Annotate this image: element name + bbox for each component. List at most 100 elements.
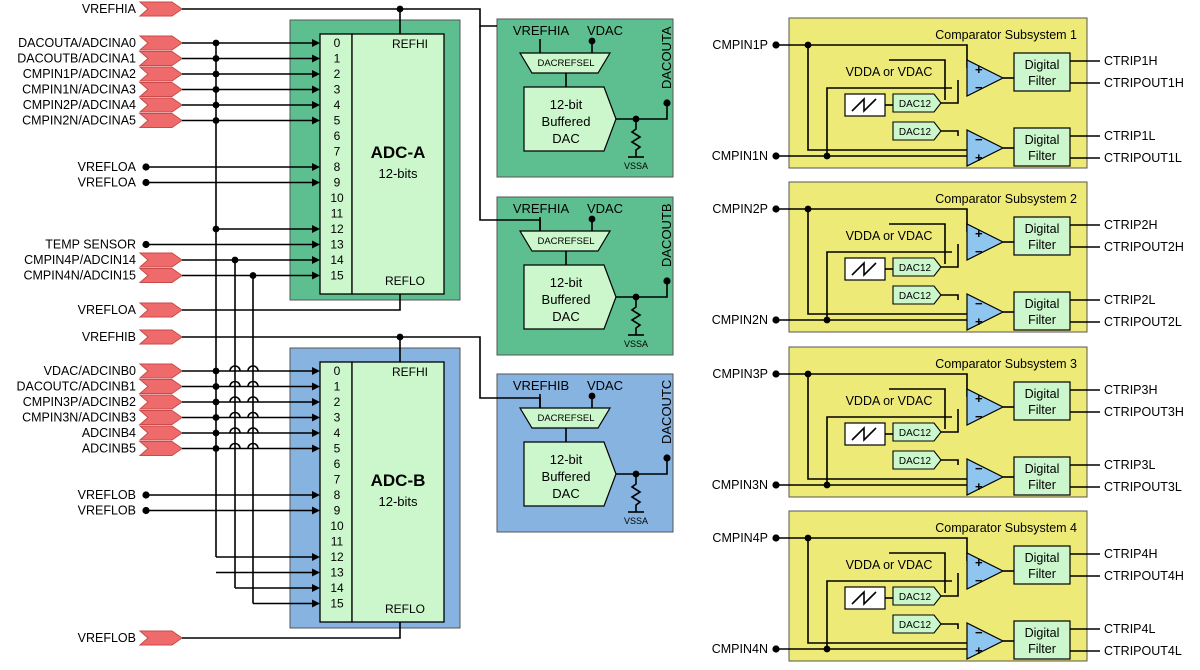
- bus-dot-a0: [212, 39, 220, 47]
- hop-b2-1: [247, 380, 259, 387]
- adc_b-channel-3: 3: [334, 411, 341, 425]
- adc_b-refhi-pin-label: VREFHIB: [82, 330, 136, 344]
- adc_a-channel-2: 2: [334, 67, 341, 81]
- comp-0-n-bus: [826, 87, 952, 156]
- comp-0-dac-label-0: DAC12: [899, 99, 932, 110]
- hop-b2-2: [247, 396, 259, 403]
- adc_a-input-pin-14: [138, 252, 183, 268]
- hop-b2-5: [247, 442, 259, 449]
- comp-2-dac-1: [892, 450, 942, 470]
- adc_b-ch14-arrow: [312, 584, 320, 592]
- comp-3-p-bus: [807, 538, 967, 644]
- dac-1-resistor: [630, 297, 642, 335]
- comp-1-amp-sign-b-1: +: [975, 314, 983, 329]
- dac-0-vdac-dot: [588, 37, 596, 45]
- comp-3-dac-1: [892, 614, 942, 634]
- dac-0-sel-label: DACREFSEL: [537, 58, 594, 69]
- comp-3-out-label-b-0: CTRIPOUT4H: [1104, 569, 1184, 583]
- adc_b-reflo-pin-label: VREFLOB: [78, 631, 136, 645]
- comp-1-dac-label-1: DAC12: [899, 291, 932, 302]
- adc_b-input-pin-2: [138, 394, 183, 410]
- adc_b-input-arrow-1: [312, 382, 320, 391]
- comp-0-dac-1: [892, 121, 942, 141]
- comp-1-amp-sign-b-0: −: [975, 244, 983, 259]
- dac-2-ref-route: [400, 336, 541, 408]
- dac-0-body: [523, 86, 617, 152]
- adc_b-reflo-pin: [138, 630, 183, 646]
- adc_b-input-label-8: VREFLOB: [78, 488, 136, 502]
- adc_b-input-label-5: ADCINB5: [82, 442, 136, 456]
- adc_a-channel-0: 0: [334, 36, 341, 50]
- adc_a-input-pin-2: [138, 66, 183, 82]
- comp-3-dac-label-0: DAC12: [899, 592, 932, 603]
- dac-1-body-line-2: DAC: [552, 309, 579, 324]
- dac-1-body-line-0: 12-bit: [550, 275, 583, 290]
- comp-2-dac0-wire: [941, 409, 959, 433]
- adc_a-input-pin-0: [138, 35, 183, 51]
- dac-1-sel-label: DACREFSEL: [537, 236, 594, 247]
- hop-b2-3: [247, 411, 259, 418]
- comp-1-ramp-icon: [851, 261, 877, 277]
- comp-1-dac-1: [892, 285, 942, 305]
- adc_b-channel-7: 7: [334, 473, 341, 487]
- comp-3-amp-sign-a-0: +: [975, 555, 983, 570]
- comp-3-out-label-b-1: CTRIPOUT4L: [1104, 644, 1182, 658]
- comp-2-amp-sign-b-0: −: [975, 409, 983, 424]
- adc_b-channel-8: 8: [334, 488, 341, 502]
- adc_b-input-pin-3: [138, 410, 183, 425]
- comp-3-dac1-wire: [941, 623, 959, 629]
- dac-2-body: [523, 441, 617, 507]
- adc_a-title: ADC-A: [371, 143, 426, 162]
- dac-2-body-line-0: 12-bit: [550, 452, 583, 467]
- adc_b-input-arrow-4: [312, 429, 320, 437]
- comp-0-p-label: CMPIN1P: [712, 38, 768, 52]
- dac-2-body-line-2: DAC: [552, 486, 579, 501]
- comp-1-ref-label: VDDA or VDAC: [846, 229, 933, 243]
- adc_b-input-label-1: DACOUTC/ADCINB1: [17, 380, 137, 394]
- comp-0-filter-label-b-1: Filter: [1028, 149, 1056, 163]
- comp-3-n-bus: [826, 580, 952, 649]
- adc_a-reflo-label: REFLO: [385, 274, 425, 288]
- comp-3-amp-0: [966, 552, 1005, 590]
- comp-1-amp-1: [966, 293, 1005, 331]
- adc_a-mux: [319, 33, 353, 295]
- adc_b-input-label-4: ADCINB4: [82, 426, 136, 440]
- adc_a-input-arrow-15: [312, 271, 320, 280]
- comp-1-filter-label-a-1: Digital: [1025, 297, 1060, 311]
- hop-b1: [229, 380, 241, 387]
- comp-1-out-label-a-1: CTRIP2L: [1104, 293, 1155, 307]
- bus-dot-a15: [249, 272, 257, 279]
- comp-1-filter-1: [1013, 291, 1071, 331]
- comp-0-p-dot: [804, 41, 812, 49]
- bus-dot-b2: [212, 398, 220, 406]
- comp-3-n-dot: [823, 645, 831, 653]
- dac-1-vdac-dot: [588, 215, 596, 223]
- dac-1-out-label: DACOUTB: [659, 203, 674, 267]
- adc_a-input-pin-4: [138, 97, 183, 113]
- comp-0-out-label-a-0: CTRIP1H: [1104, 54, 1157, 68]
- dac-2-vdac-label: VDAC: [587, 378, 623, 393]
- comp-2-amp-sign-a-0: +: [975, 391, 983, 406]
- bus-dot-a4: [212, 101, 220, 109]
- adc_a-input-arrow-3: [312, 85, 320, 94]
- dac-1-mux: [518, 230, 612, 252]
- comp-1-ref-wire: [889, 223, 946, 264]
- adc_b-input-label-3: CMPIN3N/ADCINB3: [22, 411, 136, 425]
- bus-dot-b3: [212, 414, 220, 421]
- comp-3-filter-label-a-0: Digital: [1025, 551, 1060, 565]
- adc_a-channel-12: 12: [330, 222, 344, 236]
- adc_b-reflo-label: REFLO: [385, 602, 425, 616]
- comp-2-p-dot: [804, 370, 812, 378]
- adc_a-refhi-pin-label: VREFHIA: [82, 2, 137, 16]
- adc_a-input-label-9: VREFLOA: [78, 176, 137, 190]
- comp-3-filter-label-b-1: Filter: [1028, 642, 1056, 656]
- comp-2-n-dot: [823, 481, 831, 489]
- comp-1-dac0-wire: [941, 244, 959, 268]
- hop-b2-0: [247, 365, 259, 372]
- comp-3-ramp-icon: [851, 590, 877, 606]
- comp-2-dac-0: [892, 422, 942, 442]
- adc_a-input-label-8: VREFLOA: [78, 160, 137, 174]
- adc_a-channel-13: 13: [330, 238, 344, 252]
- adc_b-input-label-0: VDAC/ADCINB0: [44, 364, 136, 378]
- comp-1-dac-0: [892, 257, 942, 277]
